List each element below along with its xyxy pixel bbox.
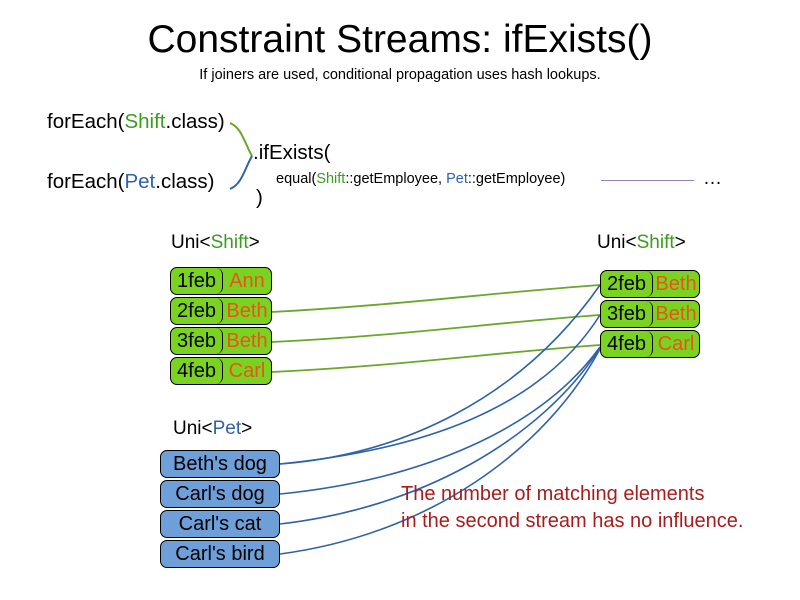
- fact-employee: Carl: [228, 360, 266, 382]
- label-left-shift-stream: Uni<Shift>: [171, 232, 260, 254]
- wire-pet-beths-dog-alt: [279, 314, 601, 465]
- wire-shift-4feb: [271, 344, 601, 373]
- code-ifexists: .ifExists(: [253, 141, 331, 164]
- wire-shift-2feb: [271, 284, 601, 313]
- code-foreach-pet-suffix: .class): [155, 170, 215, 193]
- left-shift-fact-row[interactable]: 2feb Beth: [170, 297, 272, 325]
- code-equal-prefix: equal(: [276, 171, 317, 187]
- label-right-shift-type: Shift: [636, 232, 675, 253]
- code-foreach-shift-type: Shift: [124, 110, 166, 133]
- label-pet-type: Pet: [212, 418, 242, 439]
- fact-employee: Beth: [226, 300, 268, 322]
- fact-pet-name: Carl's dog: [175, 483, 265, 505]
- fact-date: 2feb: [171, 298, 223, 324]
- code-foreach-shift-suffix: .class): [165, 110, 225, 133]
- label-left-shift-type: Shift: [210, 232, 249, 253]
- wire-shift-3feb: [271, 314, 601, 343]
- label-pet-stream: Uni<Pet>: [173, 418, 252, 440]
- right-shift-fact-row[interactable]: 4feb Carl: [600, 330, 700, 358]
- pet-fact-row[interactable]: Carl's dog: [160, 480, 280, 508]
- annotation-note-line1: The number of matching elements: [401, 483, 705, 505]
- pet-fact-row[interactable]: Carl's cat: [160, 510, 280, 538]
- label-pet-suffix: >: [241, 418, 253, 439]
- equal-tail-ellipsis: …: [703, 168, 722, 189]
- wire-pet-carls-dog: [279, 346, 601, 495]
- fact-date: 3feb: [171, 328, 223, 354]
- merge-brace: [229, 122, 253, 190]
- fact-date: 4feb: [171, 358, 223, 384]
- right-shift-fact-row[interactable]: 2feb Beth: [600, 270, 700, 298]
- code-equal-pet-type: Pet: [446, 171, 468, 187]
- left-shift-fact-row[interactable]: 3feb Beth: [170, 327, 272, 355]
- label-right-shift-prefix: Uni<: [597, 232, 637, 253]
- pet-fact-row[interactable]: Carl's bird: [160, 540, 280, 568]
- label-right-shift-suffix: >: [674, 232, 686, 253]
- code-equal-shift-method: ::getEmployee,: [345, 171, 447, 187]
- brace-upper-green: [229, 122, 253, 157]
- fact-date: 4feb: [601, 331, 653, 357]
- code-foreach-pet-prefix: forEach(: [47, 170, 125, 193]
- code-foreach-shift-prefix: forEach(: [47, 110, 125, 133]
- fact-pet-name: Beth's dog: [173, 453, 267, 475]
- code-close-paren: ): [256, 186, 263, 209]
- code-equal-shift-type: Shift: [316, 171, 346, 187]
- fact-employee: Beth: [655, 273, 697, 295]
- fact-pet-name: Carl's cat: [178, 513, 262, 535]
- pet-fact-row[interactable]: Beth's dog: [160, 450, 280, 478]
- annotation-note: The number of matching elements in the s…: [401, 481, 743, 535]
- code-equal-joiner: equal(Shift::getEmployee, Pet::getEmploy…: [276, 170, 565, 188]
- fact-date: 1feb: [171, 268, 223, 294]
- label-left-shift-suffix: >: [248, 232, 260, 253]
- fact-employee: Ann: [229, 270, 265, 292]
- code-equal-pet-method: ::getEmployee): [467, 171, 566, 187]
- brace-lower-blue: [229, 155, 253, 190]
- left-shift-fact-row[interactable]: 1feb Ann: [170, 267, 272, 295]
- page-subtitle: If joiners are used, conditional propaga…: [199, 67, 601, 83]
- annotation-note-line2: in the second stream has no influence.: [401, 510, 744, 532]
- label-left-shift-prefix: Uni<: [171, 232, 211, 253]
- left-shift-fact-row[interactable]: 4feb Carl: [170, 357, 272, 385]
- code-foreach-shift: forEach(Shift.class): [47, 110, 225, 134]
- wire-pet-beths-dog: [279, 284, 601, 465]
- fact-employee: Beth: [655, 303, 697, 325]
- fact-date: 3feb: [601, 301, 653, 327]
- label-pet-prefix: Uni<: [173, 418, 213, 439]
- equal-tail-line: [601, 180, 694, 181]
- fact-employee: Beth: [226, 330, 268, 352]
- code-foreach-pet-type: Pet: [124, 170, 156, 193]
- page-title: Constraint Streams: ifExists(): [147, 18, 653, 61]
- fact-employee: Carl: [657, 333, 695, 355]
- fact-date: 2feb: [601, 271, 653, 297]
- code-foreach-pet: forEach(Pet.class): [47, 170, 215, 194]
- fact-pet-name: Carl's bird: [175, 543, 265, 565]
- label-right-shift-stream: Uni<Shift>: [597, 232, 686, 254]
- right-shift-fact-row[interactable]: 3feb Beth: [600, 300, 700, 328]
